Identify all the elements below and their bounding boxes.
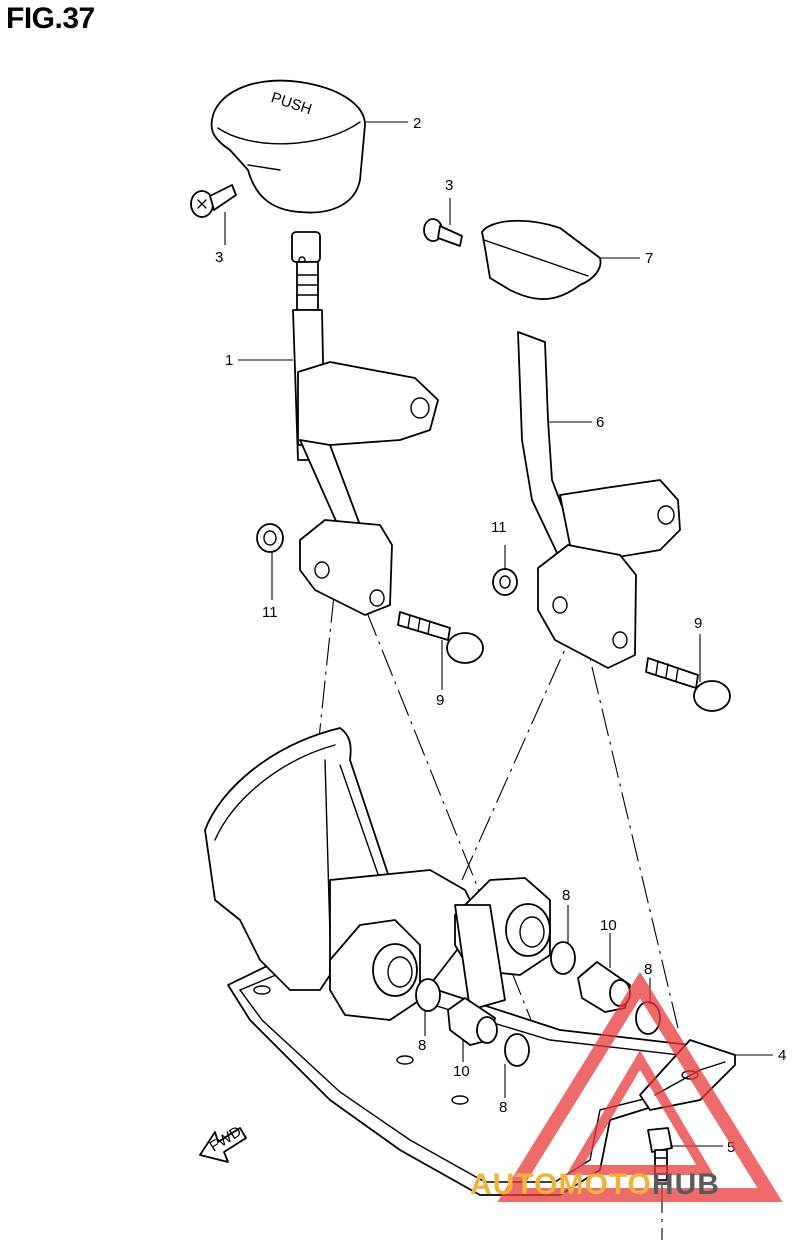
washers-and-collars	[415, 941, 661, 1067]
callout-1: 1	[225, 352, 233, 369]
bolt-9b	[645, 657, 731, 712]
watermark-brand: AUTOMOTO	[470, 1168, 652, 1201]
callout-7: 7	[645, 250, 653, 267]
washer-8b	[504, 1033, 530, 1067]
bolt-9a	[397, 611, 484, 664]
screw-3b	[423, 218, 463, 247]
knob-2: PUSH	[210, 79, 366, 214]
leader-lines	[224, 121, 773, 1147]
callout-8a: 8	[418, 1037, 426, 1054]
watermark: AUTOMOTOHUB	[470, 1168, 720, 1202]
callout-10b: 10	[600, 917, 617, 934]
shift-lever-6	[517, 331, 681, 669]
knob-7	[481, 219, 602, 300]
callout-6: 6	[596, 414, 604, 431]
watermark-logo-icon	[497, 971, 783, 1202]
callout-2: 2	[413, 115, 421, 132]
watermark-suffix: HUB	[651, 1168, 720, 1201]
callout-9b: 9	[694, 615, 702, 632]
callout-9a: 9	[436, 692, 444, 709]
washer-8c	[550, 941, 576, 975]
callout-8c: 8	[562, 887, 570, 904]
washer-8a	[415, 978, 441, 1012]
figure-title: FIG.37	[6, 2, 95, 35]
callout-10a: 10	[453, 1063, 470, 1080]
nut-11a	[256, 523, 284, 553]
callout-3a: 3	[215, 249, 223, 266]
callout-11b: 11	[491, 519, 507, 536]
screw-3a	[190, 184, 237, 218]
callouts: 2 3 3 7 1 6 11 11 9 9 8 10 8 8 10 8 4 5	[215, 115, 786, 1156]
callout-8b: 8	[499, 1099, 507, 1116]
shift-lever-1	[291, 231, 439, 616]
callout-5: 5	[727, 1139, 735, 1156]
pivot-bracket-right	[454, 877, 551, 1011]
callout-11a: 11	[262, 604, 278, 621]
callout-4: 4	[778, 1047, 786, 1064]
callout-3b: 3	[445, 177, 453, 194]
pivot-bracket-left	[329, 919, 421, 1021]
nut-11b	[492, 568, 518, 596]
callout-8d: 8	[644, 961, 652, 978]
fwd-arrow: FWD	[199, 1123, 247, 1163]
